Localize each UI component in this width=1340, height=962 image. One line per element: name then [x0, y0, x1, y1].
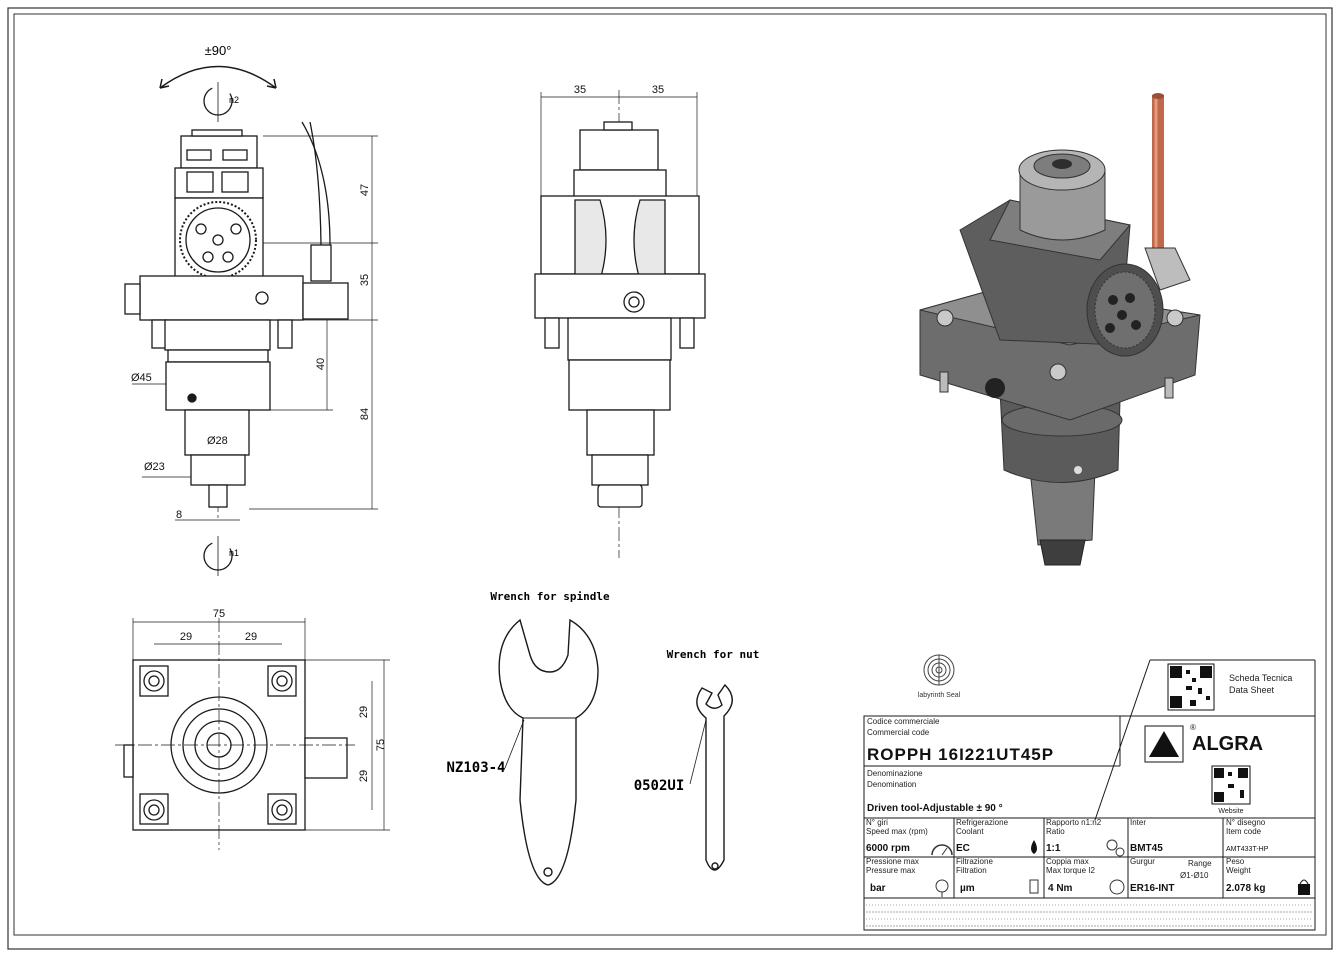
- name-label-en: Denomination: [867, 780, 916, 789]
- bottom-dim-29-upper: 29: [358, 706, 370, 718]
- spec-label: Item code: [1226, 827, 1262, 836]
- spec-speed: 6000 rpm: [866, 843, 910, 854]
- spec-weight: 2.078 kg: [1226, 883, 1265, 894]
- website-label: Website: [1218, 808, 1243, 815]
- nut-wrench-title: Wrench for nut: [667, 648, 760, 661]
- spec-label: Rapporto n1:n2: [1046, 818, 1102, 827]
- filter-icon: [1029, 879, 1039, 894]
- spec-label: Pressure max: [866, 866, 915, 875]
- speedometer-icon: [931, 844, 953, 856]
- spec-label: Range: [1188, 859, 1212, 868]
- nut-wrench: [689, 683, 733, 871]
- spec-label: N° disegno: [1226, 818, 1266, 827]
- side-view-labels: 35 35: [574, 84, 664, 96]
- front-view: [124, 65, 378, 576]
- spec-label: Filtration: [956, 866, 987, 875]
- name-label-it: Denominazione: [867, 769, 923, 778]
- spec-row-2: Pressione max Pressure max bar Filtrazio…: [866, 857, 1310, 897]
- qr-website: [1211, 765, 1251, 805]
- seal-label: labyrinth Seal: [918, 692, 961, 699]
- spec-label: Ratio: [1046, 827, 1065, 836]
- spec-collet: ER16-INT: [1130, 883, 1174, 894]
- spec-label: Refrigerazione: [956, 818, 1009, 827]
- wrench-labels: Wrench for spindle NZ103-4 Wrench for nu…: [446, 590, 759, 794]
- bottom-dim-29-right: 29: [245, 631, 257, 643]
- drop-icon: [1031, 840, 1037, 854]
- spec-pressure: bar: [870, 883, 886, 894]
- gauge-icon: [935, 879, 949, 897]
- spec-label: Pressione max: [866, 857, 919, 866]
- bottom-dim-29-left: 29: [180, 631, 192, 643]
- algra-logo: ®: [1144, 723, 1196, 763]
- qr-label-en: Data Sheet: [1229, 685, 1275, 695]
- spec-label: Filtrazione: [956, 857, 993, 866]
- outer-frame: [7, 7, 1333, 950]
- dia-28: Ø28: [207, 435, 228, 447]
- qr-label-it: Scheda Tecnica: [1229, 673, 1292, 683]
- spin-bottom-label: n1: [229, 548, 239, 558]
- side-dim-left: 35: [574, 84, 586, 96]
- spec-label: Weight: [1226, 866, 1252, 875]
- dia-23: Ø23: [144, 461, 165, 473]
- labyrinth-seal-logo: [923, 654, 955, 686]
- denomination: Driven tool-Adjustable ± 90 °: [867, 803, 1003, 814]
- spec-row-1: N° giri Speed max (rpm) 6000 rpm Refrige…: [866, 818, 1269, 857]
- code-label-it: Codice commerciale: [867, 717, 940, 726]
- title-block: [863, 659, 1316, 931]
- spec-label: Peso: [1226, 857, 1245, 866]
- spec-label: Coolant: [956, 827, 984, 836]
- spec-interface: BMT45: [1130, 843, 1163, 854]
- bottom-dim-75: 75: [213, 608, 225, 620]
- spindle-wrench-code: NZ103-4: [446, 760, 505, 776]
- bottom-dim-29-lower: 29: [358, 770, 370, 782]
- dia-45: Ø45: [131, 372, 152, 384]
- spindle-wrench-title: Wrench for spindle: [490, 590, 610, 603]
- dim-40: 40: [315, 358, 327, 370]
- commercial-code: ROPPH 16I221UT45P: [867, 745, 1054, 764]
- nut-wrench-code: 0502UI: [634, 778, 685, 794]
- spec-coolant: EC: [956, 843, 970, 854]
- dim-47: 47: [359, 184, 371, 196]
- gears-icon: [1106, 839, 1125, 857]
- qr-datasheet: [1167, 663, 1215, 711]
- svg-text:®: ®: [1190, 723, 1196, 732]
- dim-35: 35: [359, 274, 371, 286]
- spec-label: Max torque I2: [1046, 866, 1095, 875]
- dim-8: 8: [176, 509, 182, 521]
- isometric-render: [919, 93, 1201, 566]
- bottom-dim-75-right: 75: [375, 739, 387, 751]
- code-label-en: Commercial code: [867, 728, 930, 737]
- spec-item-code: AMT433T-HP: [1226, 846, 1269, 853]
- spec-label: Inter: [1130, 818, 1146, 827]
- brand-name: ALGRA: [1192, 733, 1263, 755]
- spec-ratio: 1:1: [1046, 843, 1061, 854]
- spec-collet-range: Ø1-Ø10: [1180, 871, 1209, 880]
- fine-print-band: [866, 904, 1312, 927]
- side-view: [534, 90, 706, 558]
- spec-label: Coppia max: [1046, 857, 1089, 866]
- rotation-label: ±90°: [205, 43, 232, 58]
- bottom-view-labels: 75 29 29 29 29 75: [180, 608, 387, 782]
- weight-icon: [1298, 879, 1310, 895]
- torque-icon: [1109, 879, 1125, 895]
- spec-label: N° giri: [866, 818, 888, 827]
- front-view-labels: ±90° n2 n1 47 35 40 84 Ø45 Ø28 Ø23 8: [131, 43, 371, 558]
- side-dim-right: 35: [652, 84, 664, 96]
- inner-frame: [13, 13, 1327, 936]
- spin-top-label: n2: [229, 95, 239, 105]
- spindle-wrench: [498, 618, 599, 886]
- bottom-view: [115, 618, 390, 850]
- spec-torque: 4 Nm: [1048, 883, 1073, 894]
- dim-84: 84: [359, 408, 371, 420]
- spec-label: Gurgur: [1130, 857, 1155, 866]
- spec-label: Speed max (rpm): [866, 827, 928, 836]
- spec-filtration: µm: [960, 883, 975, 894]
